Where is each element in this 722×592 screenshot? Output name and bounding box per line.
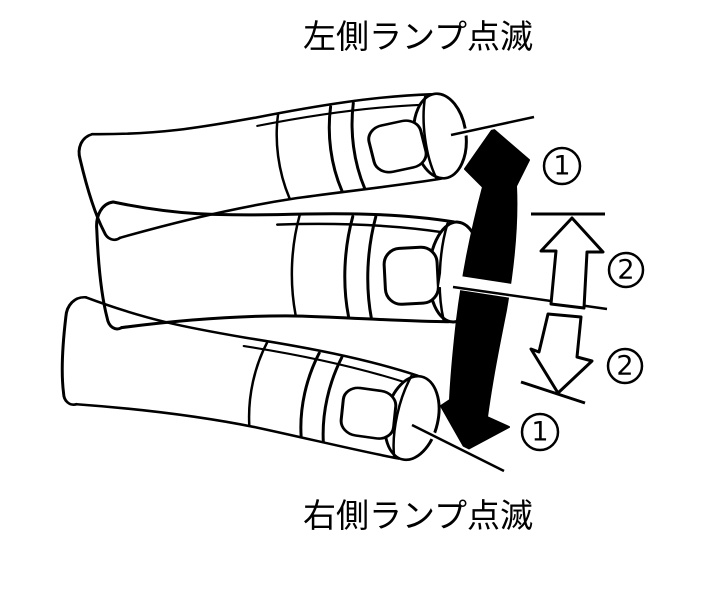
marker-label-half-down: 2 xyxy=(616,351,633,382)
marker-label-full-up: 1 xyxy=(553,151,570,182)
circled-marker-full-up: 1 xyxy=(542,146,582,186)
arrow-gap xyxy=(438,273,618,314)
caption-right-lamp-blink: 右側ランプ点滅 xyxy=(303,496,534,535)
leader-line-up xyxy=(450,115,535,137)
marker-label-full-down: 1 xyxy=(531,417,548,448)
half-stroke-down-arrow xyxy=(529,312,594,395)
detent-marker-bottom xyxy=(520,380,586,405)
marker-label-half-up: 2 xyxy=(617,255,634,286)
caption-left-lamp-blink: 左側ランプ点滅 xyxy=(303,17,534,56)
circled-marker-half-down: 2 xyxy=(606,347,644,385)
half-stroke-up-arrow xyxy=(539,216,605,310)
lever-up-position xyxy=(75,86,476,245)
circled-marker-full-down: 1 xyxy=(520,412,560,452)
leader-line-down xyxy=(411,423,505,473)
lever-neutral-position xyxy=(89,198,486,350)
circled-marker-half-up: 2 xyxy=(607,251,645,289)
